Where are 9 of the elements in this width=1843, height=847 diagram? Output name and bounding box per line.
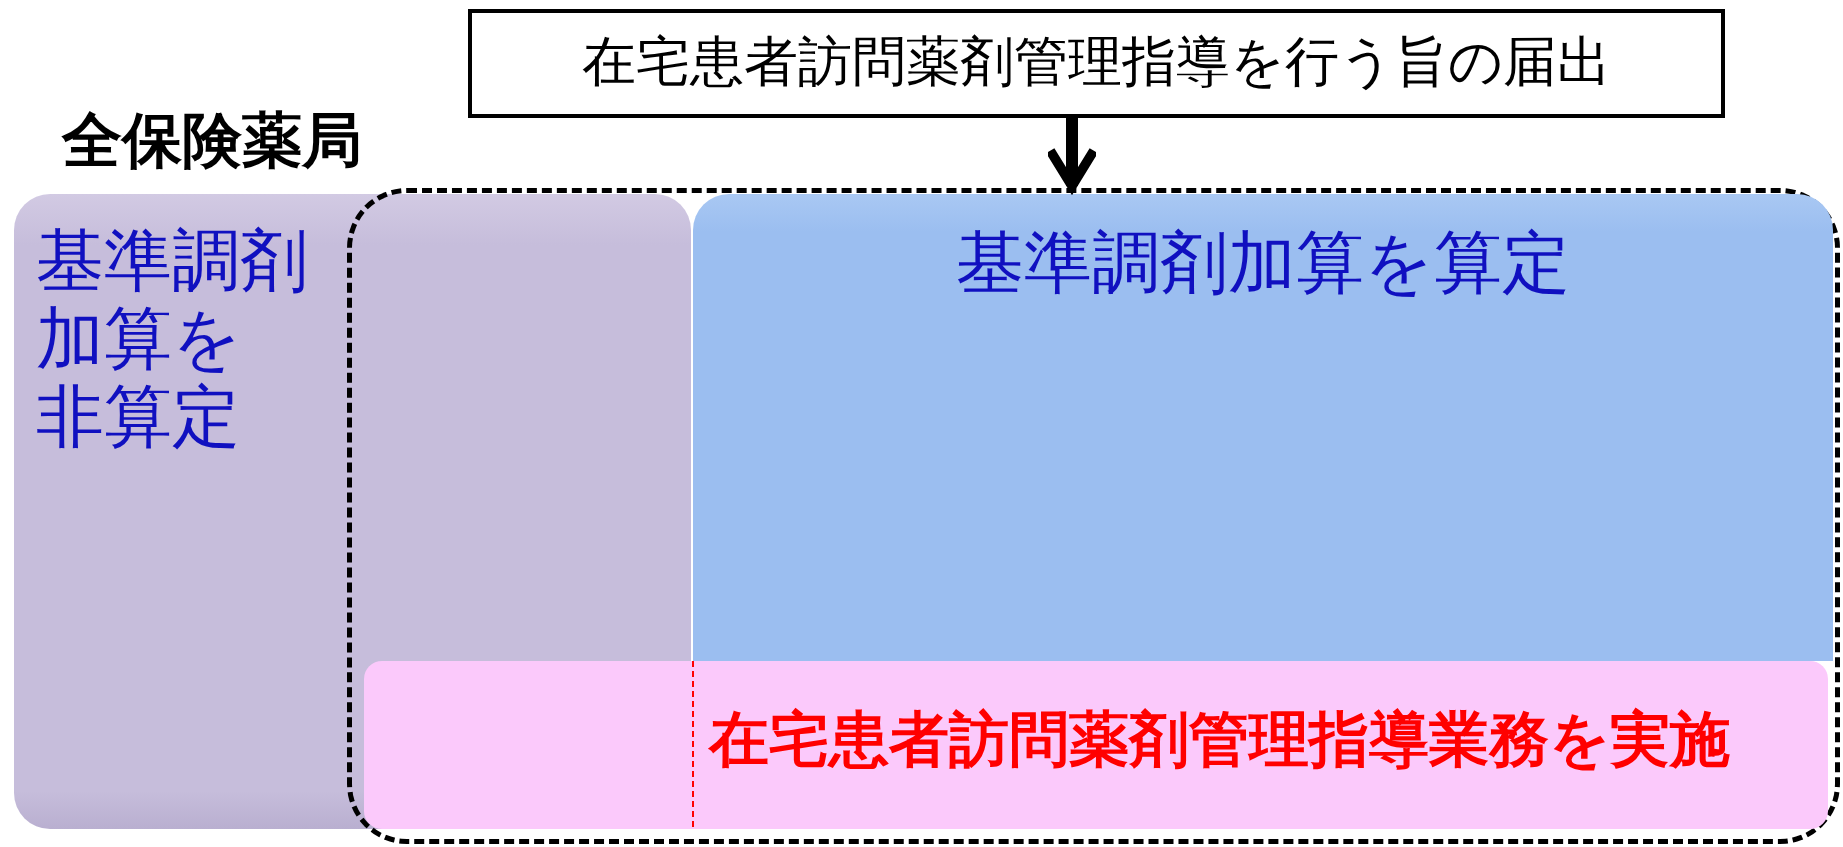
heading-label: 全保険薬局 [62, 104, 362, 176]
category-label: 基準調剤加算を非算定 [36, 222, 308, 457]
dashed-group-box [347, 188, 1840, 844]
highlight-band [364, 661, 1828, 829]
action-text: 在宅患者訪問薬剤管理指導業務を実施 [709, 703, 1730, 776]
notice-text: 在宅患者訪問薬剤管理指導を行う旨の届出 [581, 29, 1612, 95]
notice-box [468, 9, 1725, 118]
category-panel [693, 194, 1833, 661]
category-label: 基準調剤加算を算定 [955, 222, 1571, 304]
